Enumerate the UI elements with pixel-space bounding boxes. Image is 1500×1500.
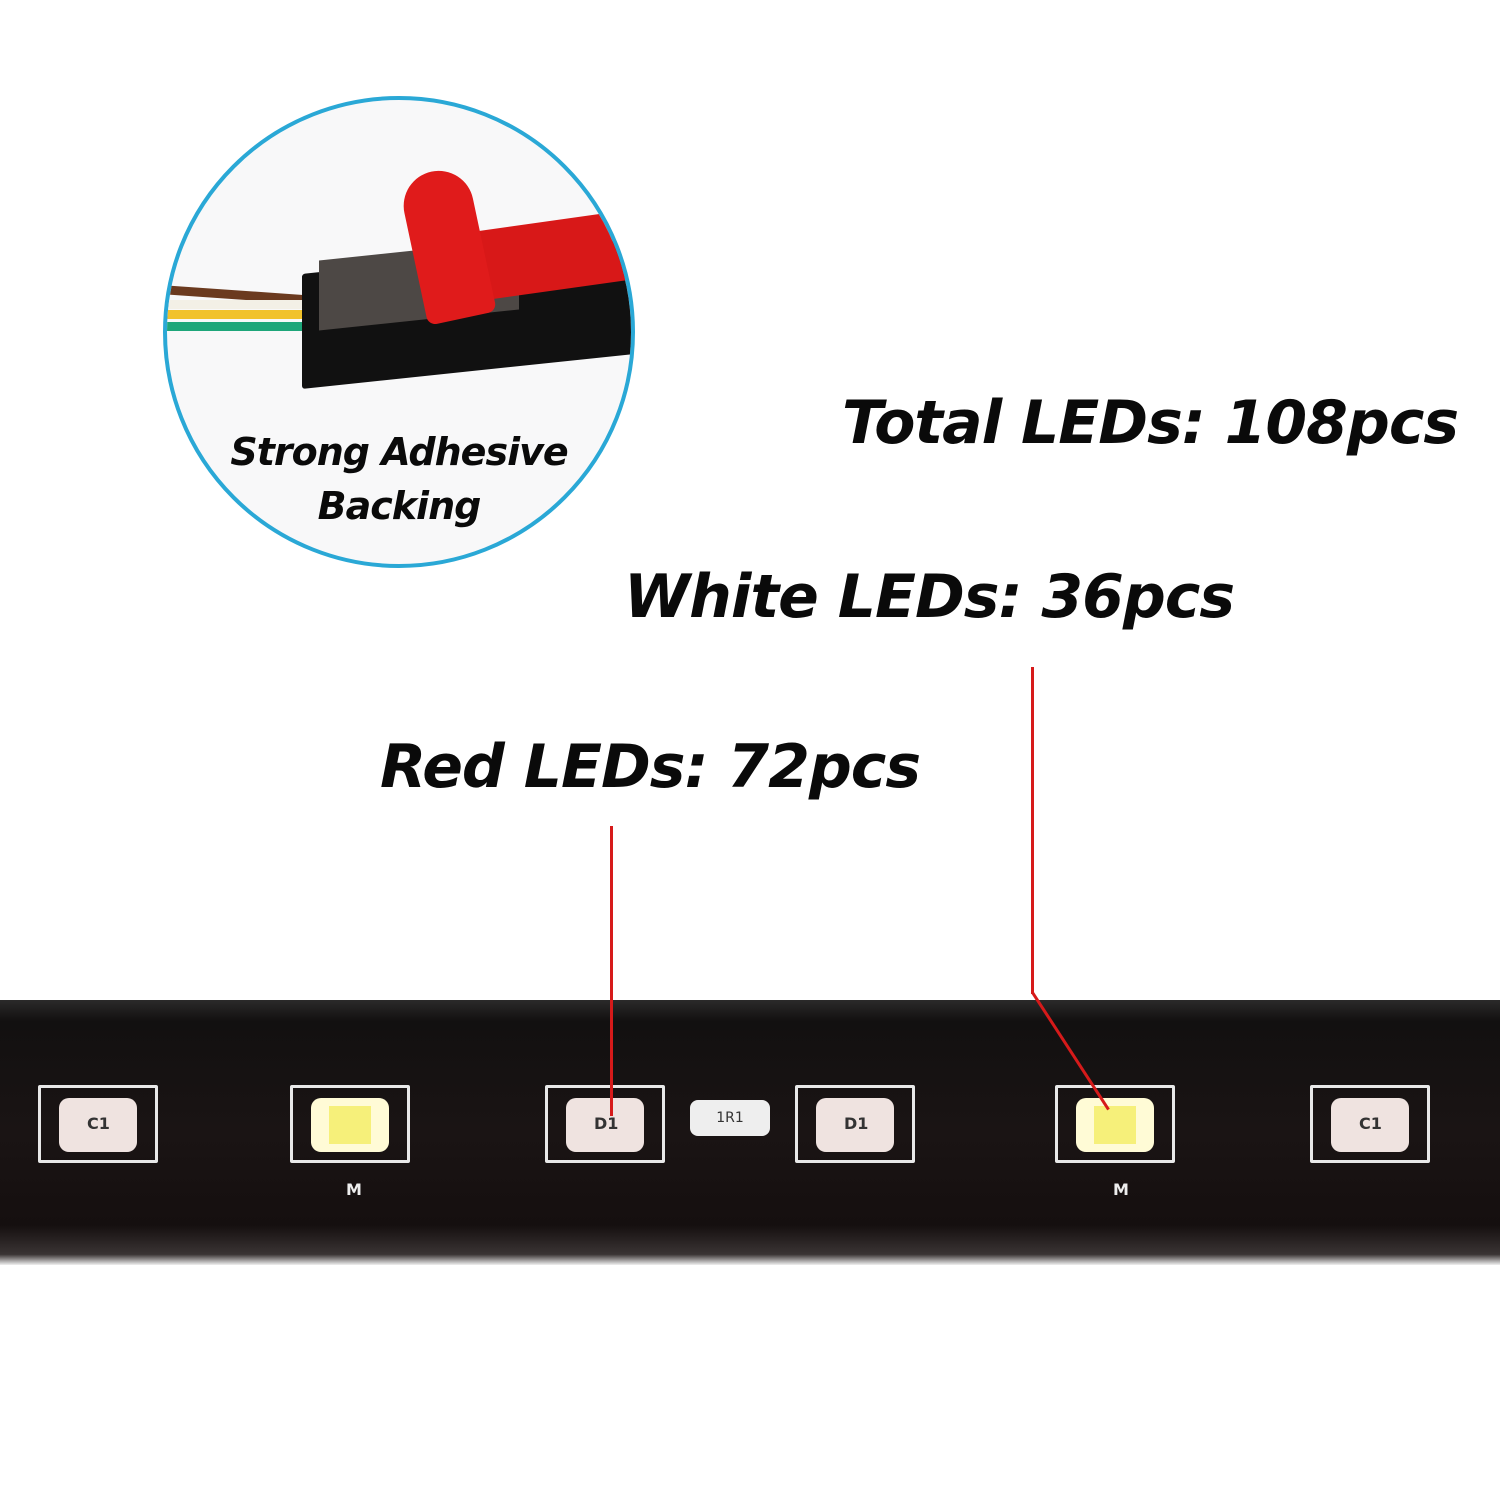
adhesive-inset: Strong Adhesive Backing [163,96,635,568]
wire-white [167,300,307,309]
resistor: 1R1 [690,1100,770,1136]
red-led-pointer [610,826,613,1116]
red-led: D1 [545,1085,665,1163]
silk-label: M [1113,1180,1129,1199]
total-leds-label: Total LEDs: 108pcs [842,388,1459,458]
inset-caption-line1: Strong Adhesive [230,430,568,474]
white-led-pointer [1031,667,1034,994]
red-leds-label: Red LEDs: 72pcs [380,732,921,802]
inset-caption-line2: Backing [317,484,482,528]
red-led: D1 [795,1085,915,1163]
red-led: C1 [1310,1085,1430,1163]
led-strip: C1 M D1 1R1 D1 M C1 [0,1000,1500,1265]
white-led [1055,1085,1175,1163]
white-leds-label: White LEDs: 36pcs [624,562,1235,632]
wire-green [167,322,307,331]
white-led [290,1085,410,1163]
wire-yellow [167,310,307,319]
silk-label: M [346,1180,362,1199]
red-led: C1 [38,1085,158,1163]
